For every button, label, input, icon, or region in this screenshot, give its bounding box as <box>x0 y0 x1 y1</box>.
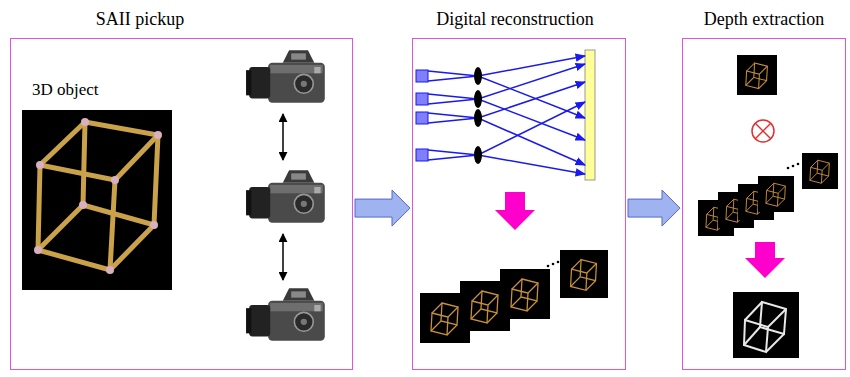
stage-panel: Digital reconstruction <box>412 2 626 370</box>
reconstructed-planes <box>420 250 608 343</box>
object-label: 3D object <box>32 80 99 100</box>
depth-extraction-art <box>698 55 838 358</box>
stage-panel: Depth extraction <box>682 2 846 370</box>
stage-panel: SAII pickup <box>10 2 353 370</box>
cube-photo <box>22 110 172 290</box>
lens-array-optics <box>416 50 595 180</box>
process-arrow <box>495 192 535 230</box>
panel-heading: Digital reconstruction <box>436 8 594 30</box>
panel-border <box>682 38 846 370</box>
camera-array <box>246 50 325 341</box>
panel-heading: Depth extraction <box>704 8 825 30</box>
process-arrow <box>628 190 680 226</box>
panel-border <box>412 38 626 370</box>
panel-heading: SAII pickup <box>96 8 185 30</box>
label-holder: 3D object <box>32 80 99 100</box>
process-arrow <box>355 190 410 226</box>
